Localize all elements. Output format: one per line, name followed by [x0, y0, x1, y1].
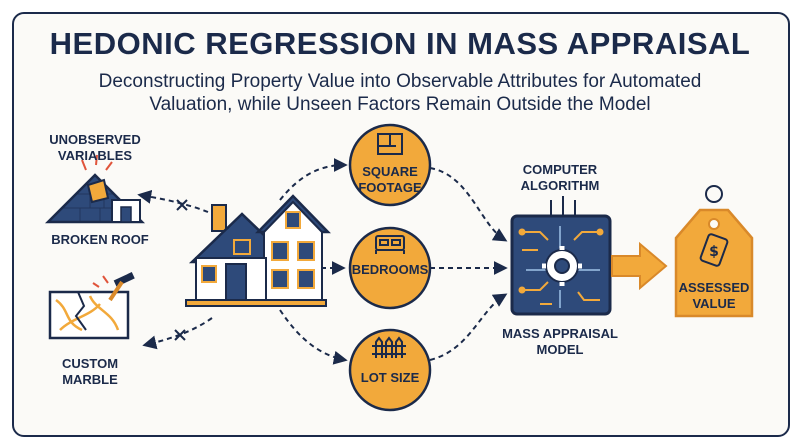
label-lot-size: LOT SIZE	[360, 370, 420, 385]
circuit-gear-icon	[510, 196, 612, 316]
attribute-bedrooms	[348, 226, 432, 310]
label-bedrooms: BEDROOMS	[351, 262, 429, 277]
hammer-icon	[108, 272, 135, 302]
broken-roof-icon	[44, 154, 146, 224]
bed-icon	[375, 235, 405, 254]
unobserved-heading: UNOBSERVED VARIABLES	[49, 132, 141, 163]
cracked-marble-icon	[48, 272, 135, 340]
label-broken-roof: BROKEN ROOF	[51, 232, 149, 247]
attribute-connectors	[279, 158, 348, 365]
page-subtitle: Deconstructing Property Value into Obser…	[40, 70, 760, 116]
output-arrow	[611, 241, 668, 291]
connector-lot-to-model	[429, 293, 508, 361]
attribute-lot-size	[348, 328, 432, 412]
price-tag-icon: $	[674, 185, 754, 318]
connector-house-to-footage	[279, 158, 348, 201]
model-connectors	[429, 167, 508, 361]
subtitle-line-1: Deconstructing Property Value into Obser…	[98, 71, 702, 92]
label-assessed-value: ASSESSED VALUE	[678, 280, 750, 311]
house-icon	[185, 194, 331, 307]
gear-icon	[542, 246, 582, 286]
label-custom-marble: CUSTOM MARBLE	[61, 356, 119, 387]
fence-icon	[372, 336, 406, 358]
label-computer-algorithm: COMPUTER ALGORITHM	[520, 162, 600, 193]
label-mass-appraisal-model: MASS APPRAISAL MODEL	[502, 326, 618, 357]
connector-house-to-lot	[279, 309, 348, 365]
x-mark-roof	[176, 199, 188, 211]
dollar-sign-icon: $	[709, 244, 719, 260]
page-title: HEDONIC REGRESSION IN MASS APPRAISAL	[49, 26, 751, 61]
unobserved-connectors	[137, 189, 213, 350]
subtitle-line-2: Valuation, while Unseen Factors Remain O…	[149, 94, 651, 115]
label-square-footage: SQUARE FOOTAGE	[358, 164, 422, 195]
connector-house-to-marble	[142, 317, 213, 350]
x-mark-marble	[174, 329, 186, 341]
floorplan-icon	[377, 133, 403, 155]
attribute-square-footage	[348, 123, 432, 207]
connector-footage-to-model	[429, 167, 508, 242]
connector-house-to-roof	[137, 189, 209, 213]
